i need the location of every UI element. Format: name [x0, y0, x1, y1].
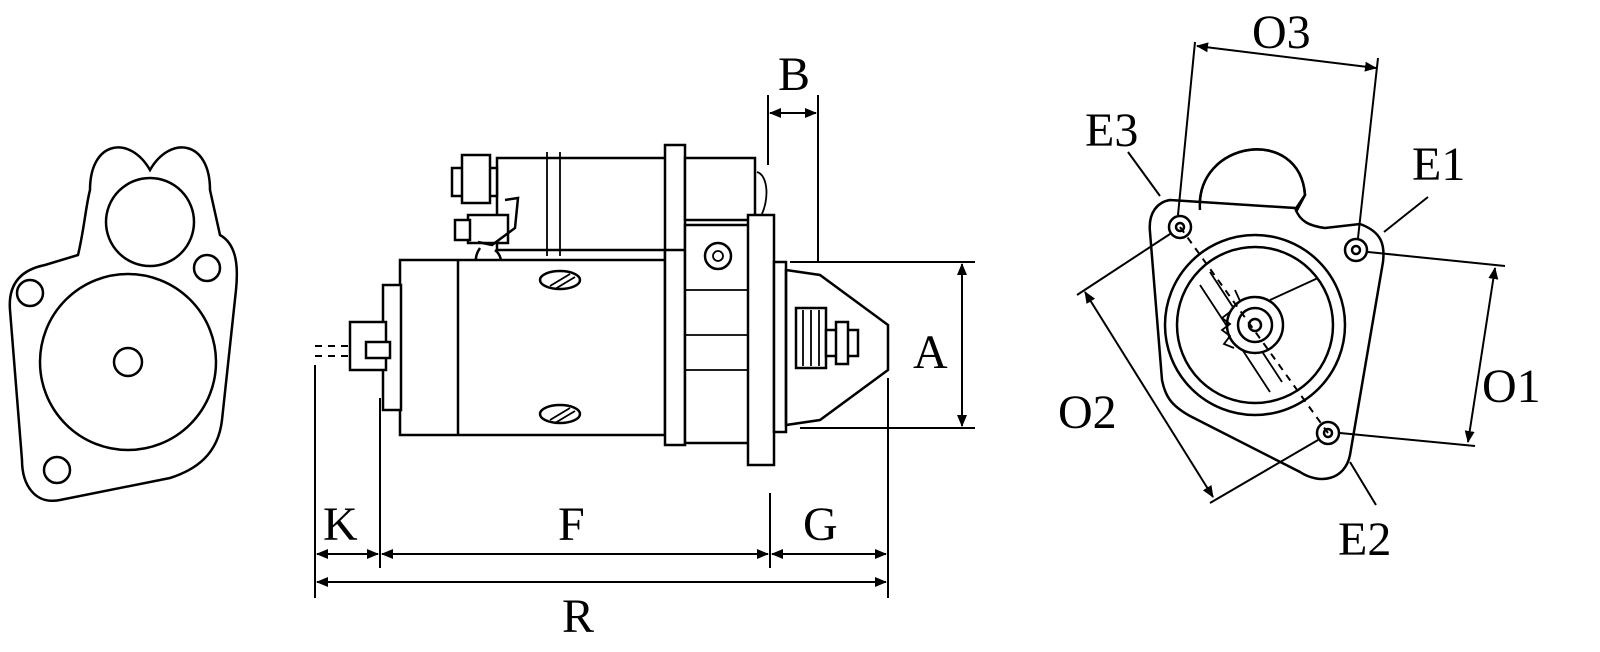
label-a: A [913, 326, 948, 379]
side-view-dimensions [314, 95, 975, 598]
label-o1: O1 [1482, 360, 1541, 413]
label-o2: O2 [1058, 386, 1117, 439]
end-view-dimensions [1076, 41, 1506, 506]
mounting-flange [746, 213, 776, 467]
bolt-hole-e3 [1167, 214, 1193, 240]
label-e2: E2 [1338, 513, 1391, 566]
solenoid-body [495, 156, 669, 252]
bolt-hole-e2 [1315, 420, 1341, 446]
label-k: K [323, 498, 358, 551]
label-e1: E1 [1412, 138, 1465, 191]
bolt-hole-e1 [1343, 237, 1369, 263]
starter-side-view [315, 143, 890, 467]
label-e3: E3 [1085, 104, 1138, 157]
nose-end-view [1148, 148, 1385, 481]
label-f: F [558, 498, 585, 551]
drive-nose [784, 268, 890, 427]
label-g: G [803, 498, 838, 551]
flange-end-view [8, 146, 239, 503]
label-o3: O3 [1252, 6, 1311, 59]
label-r: R [562, 590, 594, 643]
motor-body [398, 258, 667, 437]
label-b: B [778, 48, 810, 101]
dimension-labels: A B K F G R O1 O2 O3 E1 E2 E3 [323, 6, 1541, 643]
